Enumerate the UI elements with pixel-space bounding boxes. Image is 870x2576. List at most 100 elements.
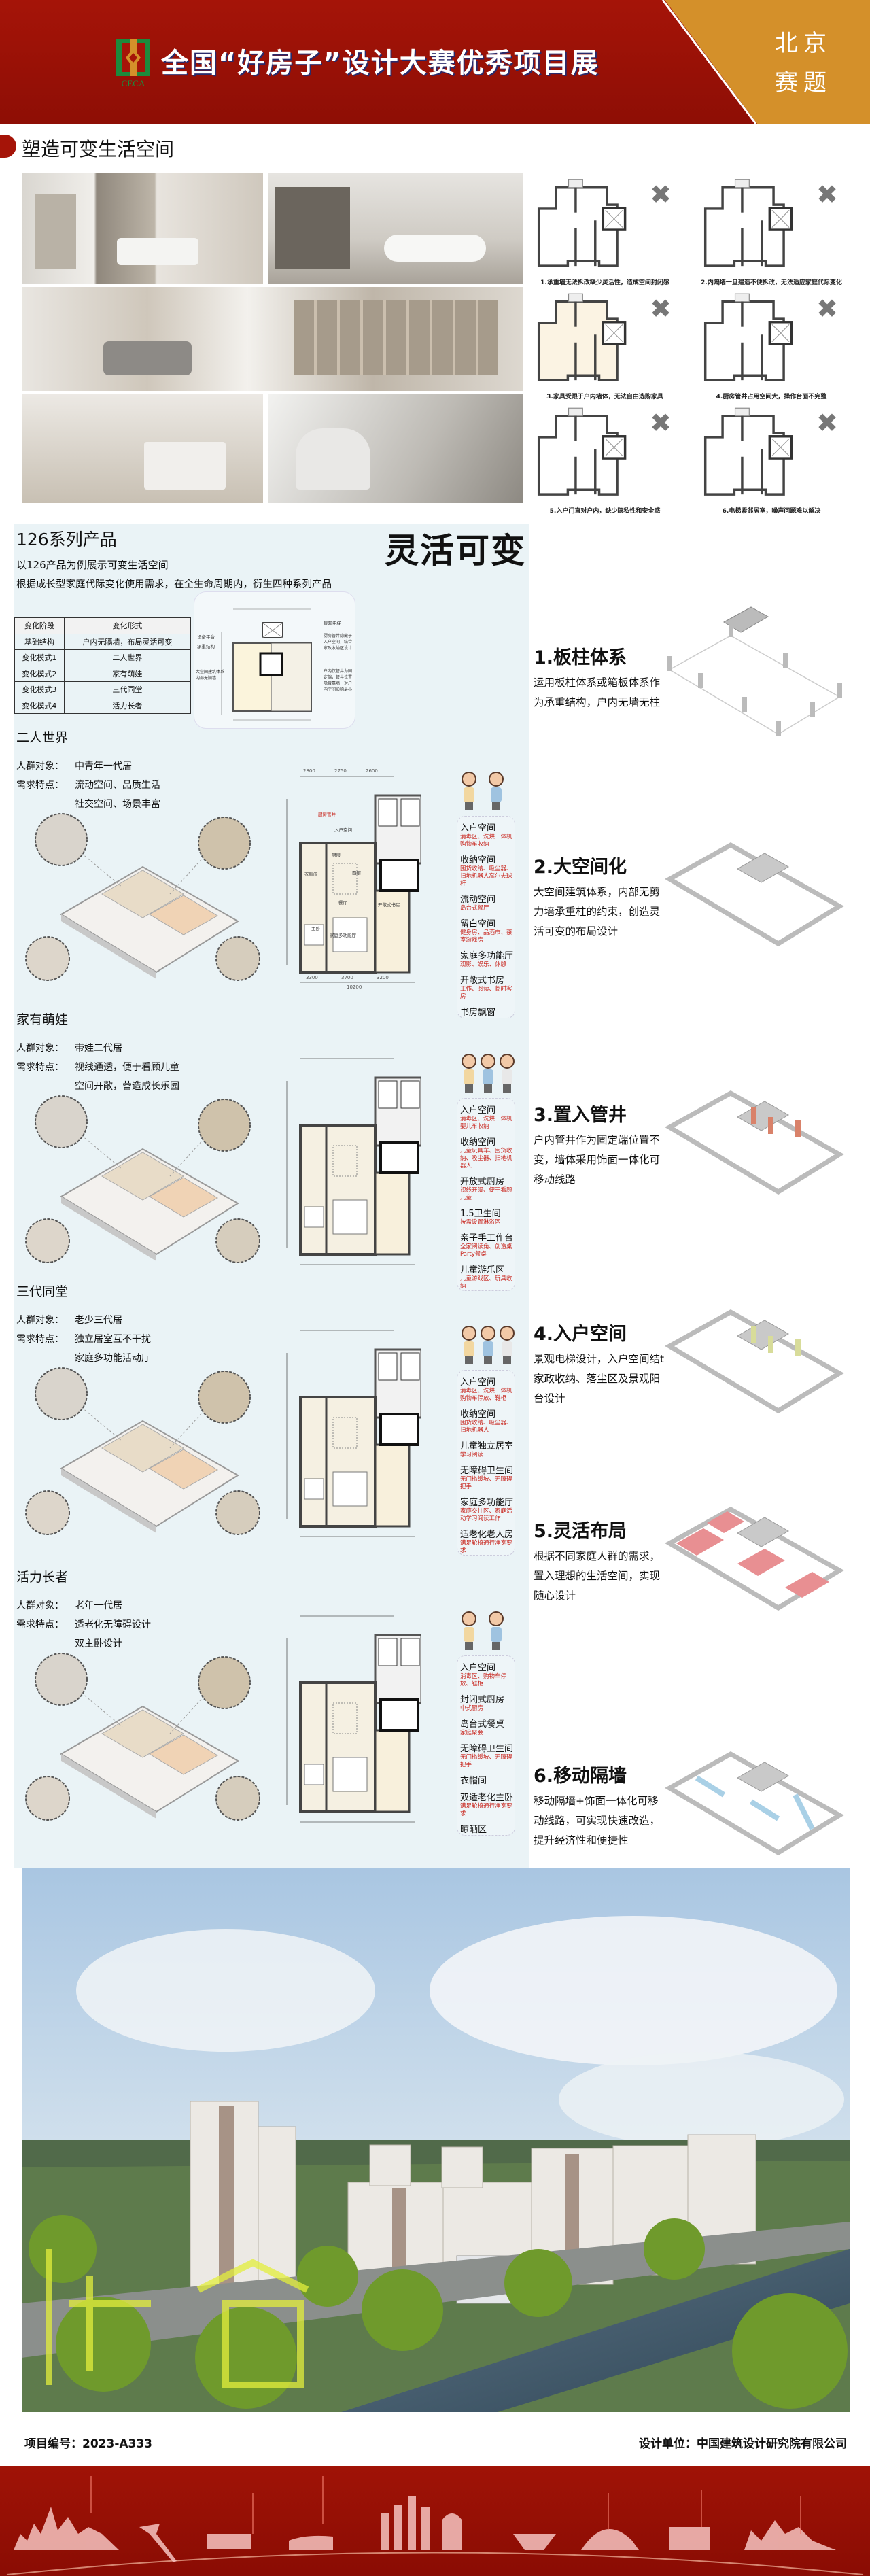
needs-line1: 流动空间、品质生活: [75, 780, 160, 791]
change-form-cell: 二人世界: [63, 649, 192, 666]
callout-detail: 满足轮椅通行净宽要求: [460, 1540, 512, 1554]
callout-panel: 入户空间消毒区、洗烘一体机婴儿车收纳收纳空间儿童玩具车、囤货收纳、吸尘器、扫地机…: [457, 1098, 515, 1291]
structure-diagram: [664, 1309, 844, 1414]
dimension-bottom: 3200: [377, 975, 389, 980]
problem-floor-plan: [703, 293, 793, 381]
flexible-title: 灵活可变: [385, 531, 526, 570]
scenario-floor-plan: [279, 1322, 421, 1547]
change-stage-cell: 变化模式1: [14, 649, 65, 666]
cross-icon: ✖: [650, 408, 672, 438]
interior-photo-study: [22, 394, 263, 503]
feature-axonometric: [649, 804, 853, 961]
callout-detail: 工作、阅读、临时客房: [460, 986, 512, 1000]
callout-detail: 无门槛缓坡、无障碍把手: [460, 1476, 512, 1490]
target-label: 人群对象：: [16, 761, 64, 772]
callout-title: 衣帽间: [460, 1776, 487, 1786]
change-stage-cell: 变化模式4: [14, 697, 65, 714]
unit-plan-drawing: [286, 1330, 421, 1537]
region-corner-shape: [661, 0, 870, 124]
scenario-axonometric: [20, 812, 265, 996]
plan-room-label: 餐厅: [338, 900, 347, 906]
needs-line1: 适老化无障碍设计: [75, 1619, 151, 1630]
feature-axonometric: [649, 1052, 853, 1209]
series-intro-line2: 根据成长型家庭代际变化使用需求，在全生命周期内，衍生四种系列产品: [16, 579, 332, 590]
scenario-floor-plan: [279, 1050, 421, 1275]
person-illustration: [489, 1611, 504, 1650]
plan-room-label: 主卧: [311, 926, 320, 931]
problem-plan-3: ✖ 3.家具受限于户内墙体，无法自由选购家具: [523, 288, 686, 402]
callout-detail: 全家阅读角、创造桌Party餐桌: [460, 1243, 512, 1258]
callout-title: 入户空间: [460, 1377, 496, 1388]
callout-detail: 学习阅读: [460, 1452, 484, 1458]
callout-title: 儿童游乐区: [460, 1265, 505, 1275]
axonometric-drawing: [25, 1095, 260, 1263]
change-stage-cell: 变化模式2: [14, 665, 65, 682]
callout-title: 封闭式厨房: [460, 1695, 505, 1705]
footer-banner: [0, 2466, 870, 2576]
label-large-space: 大空间建筑体系内部无隔墙: [196, 670, 225, 681]
structure-diagram: [664, 1751, 844, 1856]
callout-detail: 中式厨房: [460, 1705, 484, 1712]
callout-title: 留白空间: [460, 919, 496, 929]
person-illustration: [481, 1326, 495, 1364]
region-label-line1: 北京: [775, 30, 832, 57]
interior-photo-family-room: [22, 287, 523, 391]
interior-photo-dining: [268, 173, 523, 284]
series-intro-line1: 以126产品为例展示可变生活空间: [16, 559, 169, 571]
plan-room-label: 衣帽间: [304, 872, 318, 877]
callout-detail: 无门槛缓坡、无障碍把手: [460, 1754, 512, 1768]
problem-caption: 2.内隔墙一旦建造不便拆改，无法适应家庭代际变化: [701, 279, 842, 286]
callout-panel: 入户空间消毒区、洗烘一体机购物车收纳收纳空间囤货收纳、吸尘器、扫地机器人高尔夫球…: [457, 816, 515, 1018]
table-header-row: 变化阶段变化形式: [14, 617, 192, 634]
scenario-title: 家有萌娃: [16, 1012, 69, 1027]
problem-floor-plan-wrap: [690, 402, 826, 504]
problem-floor-plan-wrap: [523, 402, 659, 504]
problem-caption: 3.家具受限于户内墙体，无法自由选购家具: [546, 394, 663, 400]
callout-title: 书房飘窗: [460, 1008, 496, 1018]
table-row: 基础结构户内无隔墙，布局灵活可变: [14, 633, 192, 650]
callout-title: 开敞式书房: [460, 976, 505, 986]
structure-diagram: [664, 842, 844, 947]
axonometric-drawing: [25, 1653, 260, 1821]
header-banner: CECA 全国“好房子”设计大赛优秀项目展 北京 赛题: [0, 0, 870, 124]
problem-plan-5: ✖ 5.入户门直对户内，缺少隐私性和安全感: [523, 402, 686, 516]
ceca-logo: CECA: [116, 39, 150, 88]
callout-detail: 消毒区、购物车停放、鞋柜: [460, 1673, 507, 1687]
callout-title: 家庭多功能厅: [460, 951, 514, 961]
base-plan-drawing: [221, 608, 312, 721]
callout-title: 适老化老人房: [460, 1530, 514, 1540]
callout-detail: 家庭交往区、家庭活动学习阅读工作: [460, 1508, 512, 1522]
problem-floor-plan-wrap: [690, 288, 826, 390]
family-characters: [457, 770, 518, 812]
callout-panel: 入户空间消毒区、购物车停放、鞋柜封闭式厨房中式厨房岛台式餐桌家庭聚会无障碍卫生间…: [457, 1655, 515, 1836]
callout-title: 亲子手工作台: [460, 1233, 514, 1243]
plan-room-label: 家庭多功能厅: [330, 933, 356, 938]
callout-detail: 消毒区、洗烘一体机婴儿车收纳: [460, 1116, 512, 1130]
callout-title: 开放式厨房: [460, 1177, 505, 1187]
feature-title: 5.灵活布局: [534, 1521, 627, 1542]
change-form-cell: 变化形式: [63, 617, 192, 634]
cross-icon: ✖: [650, 294, 672, 324]
section-marker: [0, 135, 16, 158]
change-stage-cell: 变化阶段: [14, 617, 65, 634]
change-form-cell: 活力长者: [63, 697, 192, 714]
needs-line2: 空间开敞，营造成长乐园: [75, 1081, 179, 1092]
plan-room-label: 入户空间: [334, 827, 352, 833]
city-skyline-graphic: [6, 2476, 864, 2575]
problem-caption: 5.入户门直对户内，缺少隐私性和安全感: [549, 508, 661, 515]
callout-detail: 按需设置淋浴区: [460, 1219, 501, 1226]
unit-plan-drawing: [286, 776, 421, 983]
cross-icon: ✖: [816, 408, 838, 438]
scenario-title: 活力长者: [16, 1570, 69, 1585]
feature-axonometric: [649, 1713, 853, 1870]
plan-room-label: 开敞式书房: [378, 902, 400, 908]
callout-title: 无障碍卫生间: [460, 1466, 514, 1476]
dimension-bottom: 3700: [341, 975, 353, 980]
callout-detail: 儿童游戏区、玩具收纳: [460, 1275, 512, 1290]
callout-panel: 入户空间消毒区、洗烘一体机购物车停放、鞋柜收纳空间囤货收纳、吸尘器、扫地机器人儿…: [457, 1370, 515, 1556]
family-characters: [457, 1324, 518, 1366]
change-form-cell: 三代同堂: [63, 681, 192, 698]
target-value: 中青年一代居: [75, 761, 132, 772]
callout-title: 入户空间: [460, 823, 496, 834]
